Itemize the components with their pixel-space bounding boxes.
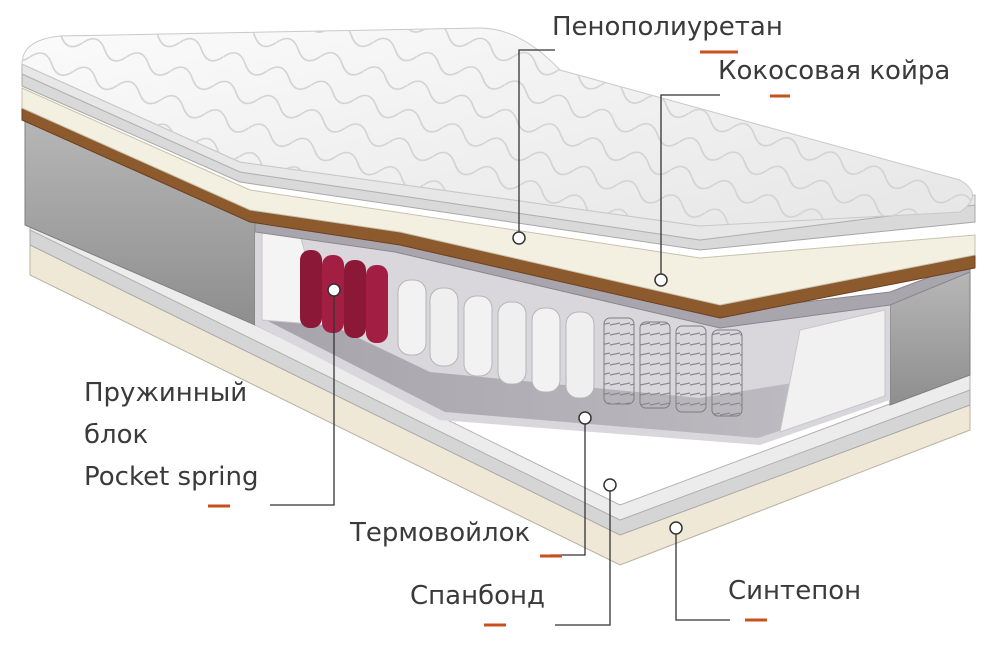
label-spunbond: Спанбонд [410, 581, 546, 611]
ribbed-layers [21, 63, 976, 251]
foam-layer [21, 87, 976, 306]
label-coir: Кокосовая койра [718, 56, 951, 86]
label-spring-line1: Пружинный [84, 378, 248, 408]
leader-sintepon [675, 528, 730, 621]
label-spring-block: Пружинный блок Pocket spring [84, 372, 258, 498]
leader-spring [270, 290, 335, 506]
marker-spunbond [603, 478, 617, 492]
cutaway [255, 225, 890, 445]
marker-sintepon [669, 521, 683, 535]
marker-polyurethane [512, 231, 526, 245]
label-spring-line3: Pocket spring [84, 462, 259, 492]
quilted-top [21, 27, 973, 227]
marker-coir [654, 273, 668, 287]
label-sintepon: Синтепон [728, 576, 862, 606]
label-polyurethane: Пенополиуретан [552, 12, 783, 42]
bottom-layers [29, 213, 971, 566]
marker-spring [327, 283, 341, 297]
marker-dots [327, 231, 683, 535]
leader-coir [660, 94, 720, 280]
leader-polyurethane [518, 49, 555, 238]
marker-felt [578, 411, 592, 425]
red-spring-column [300, 250, 388, 343]
label-felt: Термовойлок [350, 518, 531, 548]
leader-spunbond [555, 485, 611, 626]
label-spring-line2: блок [84, 420, 149, 450]
pocket-springs [397, 279, 743, 417]
accent-underlines [208, 50, 790, 627]
